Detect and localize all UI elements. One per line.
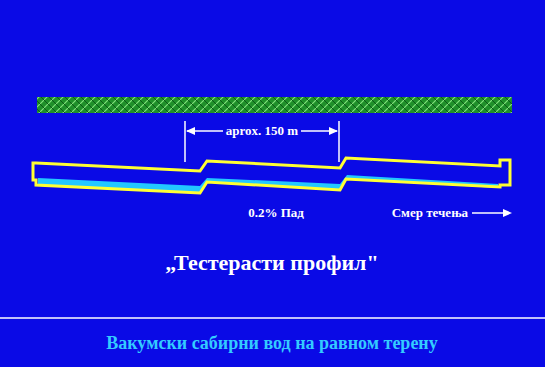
separator-line [0,317,545,319]
ground-surface [37,97,512,113]
dimension-tick [338,121,340,162]
diagram-caption: Вакумски сабирни вод на равном терену [106,333,438,354]
vacuum-pipe [33,158,510,193]
flow-arrowhead [503,209,512,217]
flow-direction-label: Смер течења [392,205,468,221]
dimension-label: aprox. 150 m [223,123,301,139]
dimension-tick [184,121,186,162]
flow-arrow [472,212,508,214]
diagram-title: „Тестерасти профил" [165,250,378,276]
slope-label: 0.2% Пад [248,205,304,221]
